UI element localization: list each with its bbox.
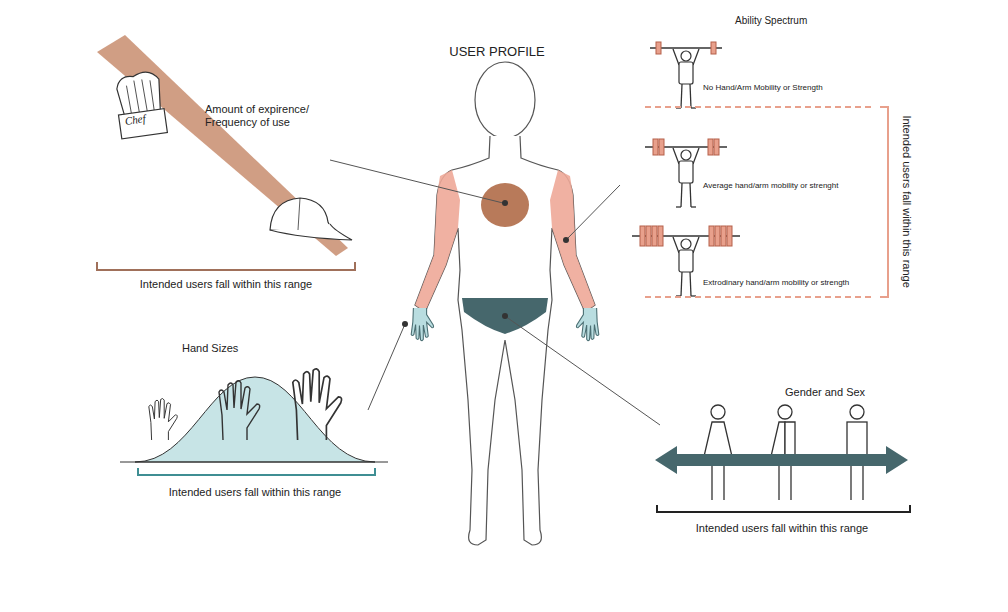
leader-line bbox=[505, 316, 660, 425]
body-outline bbox=[415, 62, 595, 545]
leader-line bbox=[566, 185, 620, 240]
baseball-cap bbox=[298, 198, 300, 230]
person-icon bbox=[711, 405, 725, 419]
barbell bbox=[711, 42, 716, 54]
hand-sketch bbox=[149, 399, 177, 441]
lifter-figure bbox=[673, 148, 699, 207]
barbell bbox=[659, 139, 664, 155]
spectrum-item: Average hand/arm mobility or strenght bbox=[703, 181, 838, 191]
panel-label: Hand Sizes bbox=[182, 342, 238, 355]
range-bracket bbox=[645, 107, 888, 297]
person-icon bbox=[790, 462, 791, 500]
barbell bbox=[640, 226, 645, 246]
person-icon bbox=[862, 462, 863, 500]
leader-line bbox=[368, 324, 405, 410]
panel-label: Amount of expirence/ Frequency of use bbox=[205, 103, 330, 129]
baseball-cap bbox=[270, 224, 352, 240]
chef-hat bbox=[150, 80, 154, 110]
range-bracket bbox=[97, 262, 355, 270]
barbell bbox=[646, 226, 651, 246]
chest-patch bbox=[481, 183, 529, 227]
lifter-figure bbox=[673, 237, 699, 296]
arm-highlight bbox=[550, 170, 595, 312]
barbell bbox=[721, 226, 726, 246]
anchor-dot bbox=[402, 321, 408, 327]
chef-hat bbox=[113, 70, 167, 139]
barbell bbox=[708, 139, 713, 155]
barbell bbox=[632, 42, 740, 246]
lifter-figure bbox=[673, 49, 699, 108]
arm-highlight bbox=[415, 170, 595, 312]
hand-sketch bbox=[149, 369, 342, 440]
range-bracket bbox=[645, 107, 875, 297]
range-bracket bbox=[138, 468, 375, 475]
glove bbox=[411, 308, 433, 341]
lifter-figure bbox=[673, 49, 699, 296]
person-icon bbox=[723, 465, 724, 500]
range-label: Intended users fall within this range bbox=[76, 278, 376, 291]
person-icon bbox=[778, 405, 792, 419]
chef-hat bbox=[118, 109, 167, 139]
chef-hat bbox=[126, 86, 131, 114]
distribution-curve bbox=[135, 377, 375, 462]
barbell bbox=[709, 226, 714, 246]
double-arrow bbox=[655, 446, 908, 474]
barbell bbox=[656, 42, 661, 54]
leader-line bbox=[330, 160, 660, 425]
barbell bbox=[653, 139, 658, 155]
anchor-dot bbox=[563, 237, 569, 243]
barbell bbox=[658, 226, 663, 246]
chef-hat bbox=[142, 79, 147, 111]
barbell bbox=[715, 226, 720, 246]
hand-sketch bbox=[219, 381, 260, 440]
diagram-title: USER PROFILE bbox=[397, 44, 597, 60]
barbell bbox=[652, 226, 657, 246]
anchor-dot bbox=[502, 200, 508, 206]
chef-hat bbox=[134, 80, 139, 112]
range-bracket bbox=[880, 107, 888, 297]
person-icon bbox=[711, 465, 712, 500]
spectrum-item: No Hand/Arm Mobility or Strength bbox=[703, 83, 823, 93]
range-label: Intended users fall within this range bbox=[632, 522, 932, 535]
baseball-cap bbox=[270, 198, 352, 240]
range-bracket bbox=[657, 505, 910, 512]
pelvis-patch bbox=[462, 298, 548, 334]
barbell bbox=[727, 226, 732, 246]
axis-line bbox=[120, 462, 388, 463]
experience-band bbox=[97, 35, 348, 256]
body-outline bbox=[475, 62, 535, 138]
anchor-dot bbox=[402, 200, 569, 327]
barbell bbox=[714, 139, 719, 155]
panel-label: Ability Spectrum bbox=[735, 15, 807, 27]
arm-highlight bbox=[415, 170, 460, 312]
spectrum-item: Extrodinary hand/arm mobility or strengt… bbox=[703, 278, 849, 288]
hand-sketch bbox=[293, 369, 342, 440]
person-icon bbox=[850, 462, 851, 500]
range-label: Intended users fall within this range bbox=[899, 82, 912, 322]
experience-band bbox=[97, 35, 348, 256]
anchor-dot bbox=[502, 313, 508, 319]
person-icon bbox=[702, 405, 867, 500]
panel-label: Gender and Sex bbox=[785, 386, 865, 399]
person-icon bbox=[850, 405, 864, 419]
person-icon bbox=[778, 465, 779, 500]
body-outline bbox=[415, 136, 595, 545]
leader-line bbox=[330, 160, 503, 203]
range-label: Intended users fall within this range bbox=[105, 486, 405, 499]
glove bbox=[576, 308, 598, 341]
